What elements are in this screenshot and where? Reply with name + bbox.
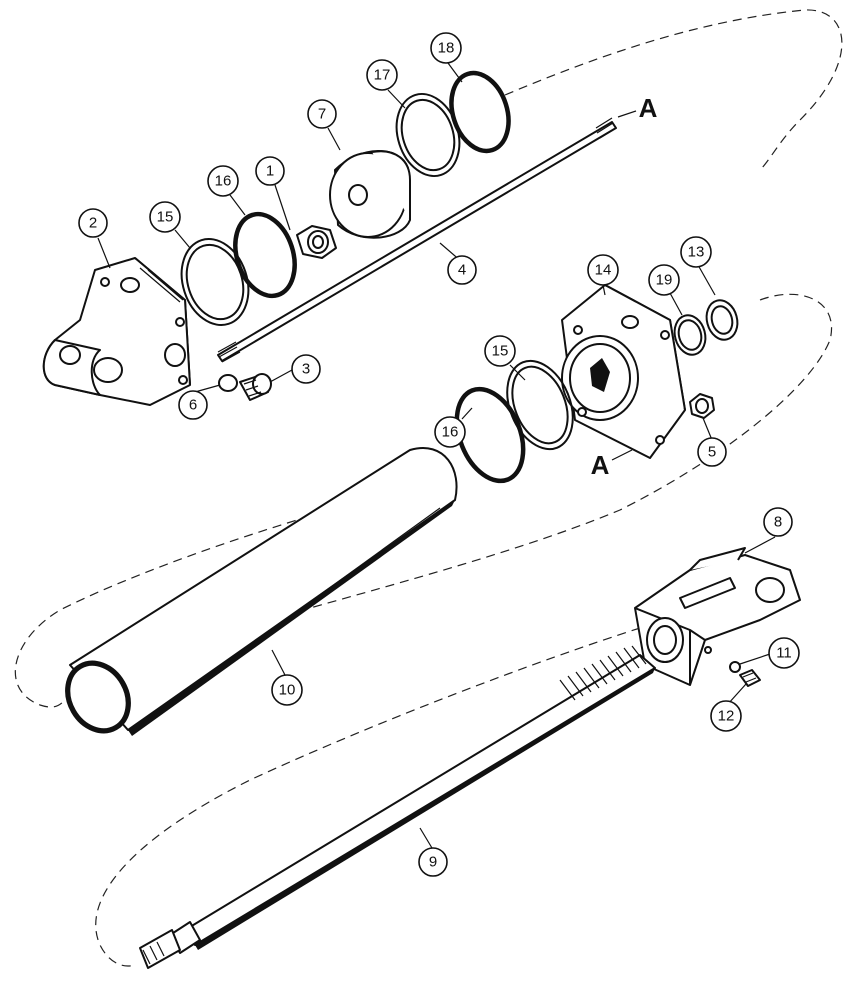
callout-1: 1 <box>255 156 285 186</box>
callout-6: 6 <box>178 390 208 420</box>
callout-15-mid: 15 <box>484 335 516 367</box>
rear-clevis-end-cap <box>42 257 191 406</box>
front-end-cap <box>561 284 686 459</box>
callout-leaders <box>97 62 776 849</box>
svg-text:17: 17 <box>374 67 391 84</box>
callout-10: 10 <box>271 674 303 706</box>
callout-4: 4 <box>447 255 477 285</box>
tie-rod <box>217 117 617 363</box>
set-screw-12 <box>739 669 761 687</box>
callout-16-top: 16 <box>207 165 239 197</box>
piston-rod <box>139 645 656 969</box>
svg-text:6: 6 <box>189 397 197 414</box>
svg-text:13: 13 <box>688 244 705 261</box>
svg-text:15: 15 <box>492 343 509 360</box>
rod-seal-19 <box>673 314 707 356</box>
rod-wiper-13-inner <box>710 305 734 335</box>
rod-seal-19-inner <box>677 319 703 351</box>
svg-text:10: 10 <box>279 682 296 699</box>
svg-text:11: 11 <box>776 645 792 662</box>
piston <box>329 150 411 239</box>
backup-ring-17-inner <box>400 98 456 172</box>
reference-mark-a-mid-leader <box>611 449 633 461</box>
o-ring-18 <box>449 70 511 154</box>
reference-mark-a-top: A <box>639 93 658 123</box>
backup-ring-15-mid <box>506 359 574 451</box>
assembly-guide-line-bottom <box>95 627 641 967</box>
callout-15-top: 15 <box>149 201 181 233</box>
svg-text:16: 16 <box>215 173 232 190</box>
callout-11: 11 <box>768 637 800 669</box>
svg-text:9: 9 <box>429 854 437 871</box>
callout-18: 18 <box>430 32 462 64</box>
svg-text:1: 1 <box>266 163 274 180</box>
svg-text:12: 12 <box>718 708 735 725</box>
callout-16-mid: 16 <box>434 416 466 448</box>
svg-text:2: 2 <box>89 215 97 232</box>
callout-9: 9 <box>418 847 448 877</box>
svg-text:7: 7 <box>318 106 326 123</box>
check-ball-11 <box>729 661 741 673</box>
callout-2: 2 <box>78 208 108 238</box>
svg-text:15: 15 <box>157 209 174 226</box>
rod-clevis <box>634 547 801 686</box>
callout-14: 14 <box>587 254 619 286</box>
backup-ring-15-top <box>180 238 250 326</box>
assembly-guide-line-left <box>14 479 441 708</box>
callout-3: 3 <box>291 354 321 384</box>
svg-text:18: 18 <box>438 40 455 57</box>
rod-wiper-13 <box>705 299 739 341</box>
o-ring-16-mid <box>454 386 526 484</box>
callout-7: 7 <box>307 99 337 129</box>
svg-text:4: 4 <box>458 262 466 279</box>
svg-text:5: 5 <box>708 444 716 461</box>
reference-mark-a-top-leader <box>617 110 637 118</box>
tie-rod-nut <box>689 393 715 419</box>
callout-5: 5 <box>697 437 727 467</box>
callout-13: 13 <box>680 236 712 268</box>
port-plug <box>239 373 272 401</box>
svg-text:19: 19 <box>656 272 673 289</box>
callout-12: 12 <box>710 700 742 732</box>
svg-text:14: 14 <box>595 262 612 279</box>
o-ring-16-top <box>233 211 297 299</box>
callout-17: 17 <box>366 59 398 91</box>
callout-19: 19 <box>648 264 680 296</box>
cylinder-barrel <box>65 447 458 736</box>
reference-mark-a-mid: A <box>591 450 610 480</box>
svg-text:16: 16 <box>442 424 459 441</box>
plug-o-ring <box>218 374 238 392</box>
svg-text:3: 3 <box>302 361 310 378</box>
svg-text:8: 8 <box>774 514 782 531</box>
callout-8: 8 <box>763 507 793 537</box>
assembly-guide-line-top <box>504 9 843 171</box>
piston-lock-nut <box>296 225 337 259</box>
backup-ring-15-mid-inner <box>511 365 569 445</box>
